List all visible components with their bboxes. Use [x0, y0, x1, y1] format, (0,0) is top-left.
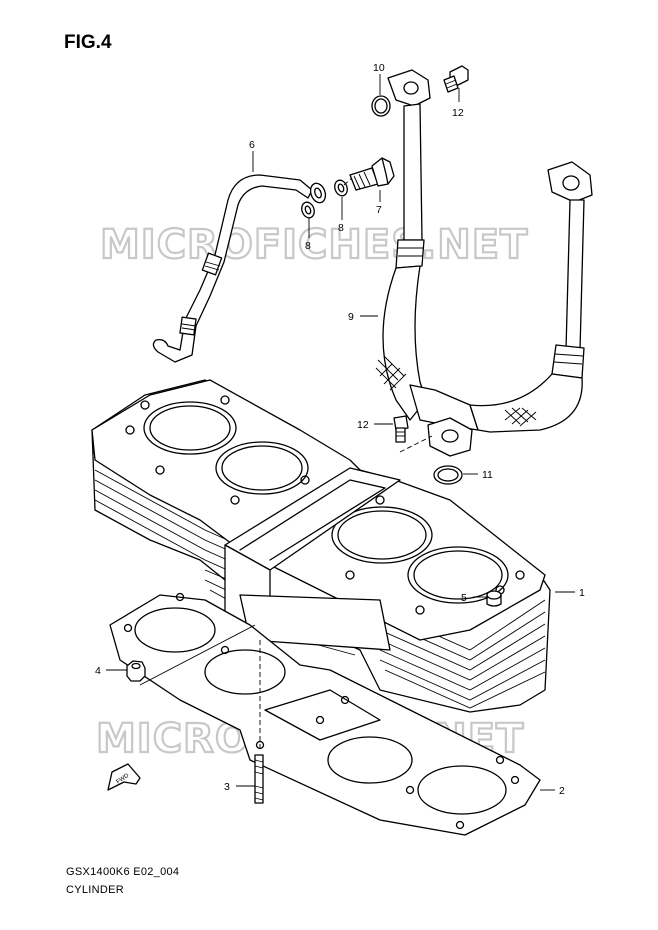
- callout-nut: 4: [95, 665, 101, 677]
- callout-cylinder: 1: [579, 587, 585, 599]
- oil-hose: [152, 174, 327, 363]
- union-bolt: [349, 157, 395, 191]
- washer: [301, 179, 348, 219]
- cylinder-block: [91, 379, 551, 713]
- forward-direction-arrow: FWD: [107, 763, 141, 791]
- callout-union-bolt: 7: [376, 204, 382, 216]
- callout-o-ring-upper: 10: [373, 62, 385, 74]
- callout-oil-hose: 6: [249, 139, 255, 151]
- watermark-top: MICROFICHES.NET: [100, 222, 528, 268]
- bolt-upper: [443, 65, 469, 93]
- callout-bolt-lower: 12: [357, 419, 369, 431]
- callout-washer-left: 8: [305, 240, 311, 252]
- callout-o-ring-lower: 11: [482, 469, 493, 481]
- callout-oil-pipe: 9: [348, 311, 354, 323]
- callout-gasket: 2: [559, 785, 565, 797]
- callout-dowel-pin: 5: [461, 592, 467, 604]
- stud-bolt: [254, 754, 264, 804]
- oil-pipe: [375, 69, 593, 457]
- figure-code: GSX1400K6 E02_004: [66, 866, 180, 878]
- callout-stud: 3: [224, 781, 230, 793]
- nut: [126, 660, 146, 682]
- callout-washer-right: 8: [338, 222, 344, 234]
- figure-name: CYLINDER: [66, 884, 125, 896]
- callout-bolt-upper: 12: [452, 107, 464, 119]
- fig-title: FIG.4: [64, 32, 112, 53]
- cylinder-base-gasket: [109, 592, 541, 836]
- callout-leaders: [106, 74, 575, 791]
- bolt-lower: [393, 415, 409, 443]
